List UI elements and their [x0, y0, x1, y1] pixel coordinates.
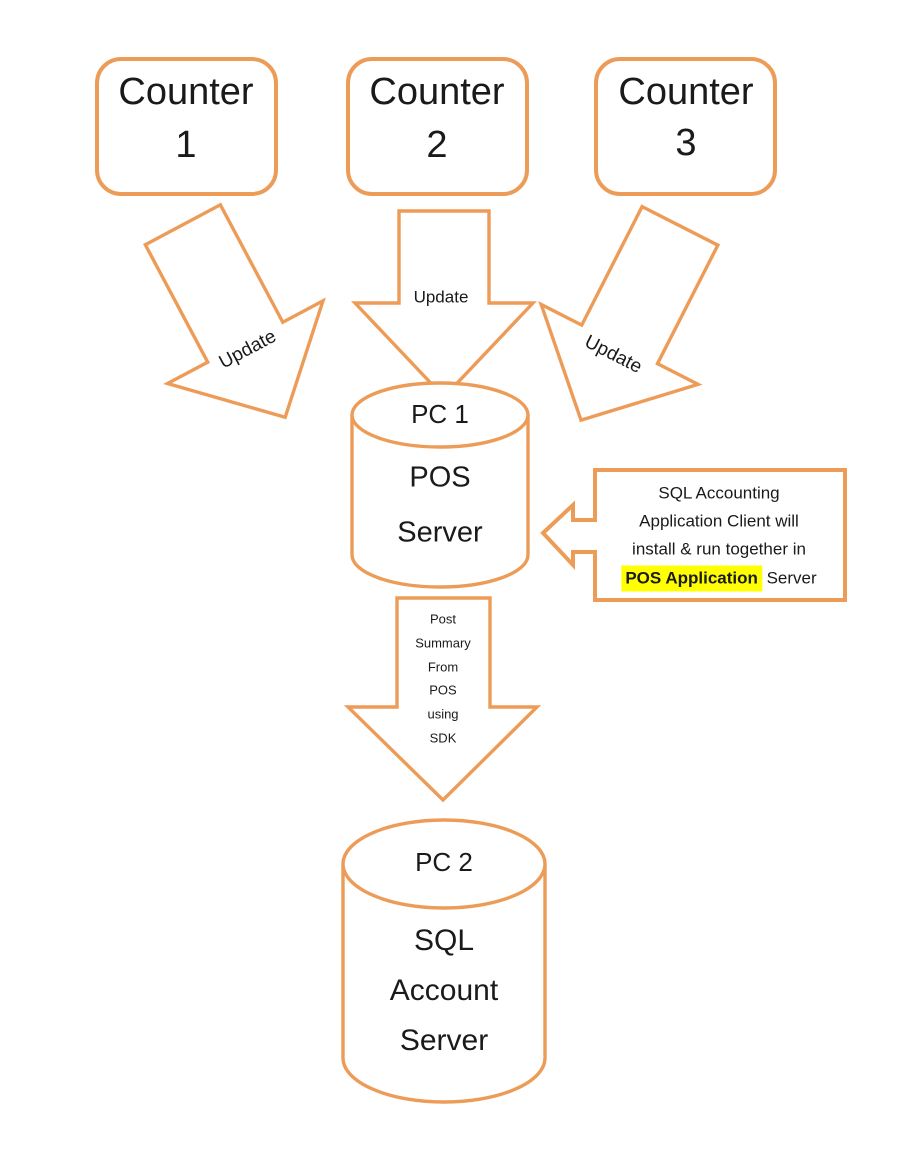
post-summary-arrow [343, 596, 542, 803]
pos-server-line-2: Server [397, 516, 483, 549]
pos-server-cylinder-top [350, 381, 530, 449]
sql-server-line-3: Server [399, 1024, 489, 1057]
callout-line-2: Application Client will [639, 511, 799, 531]
counter-2-label: Counter [369, 71, 505, 113]
pos-server-cylinder-body [350, 415, 530, 589]
callout-line-1: SQL Accounting [658, 483, 780, 503]
counter-2-number: 2 [426, 124, 448, 166]
update-arrow-middle [351, 209, 537, 400]
counter-3-box [594, 57, 777, 196]
counter-3-label: Counter [618, 71, 754, 113]
sql-server-line-2: Account [389, 974, 499, 1007]
counter-1-label: Counter [118, 71, 254, 113]
callout-line-3: install & run together in [632, 539, 806, 559]
update-arrow-left [143, 202, 326, 420]
callout-suffix: Server [761, 568, 817, 588]
pos-server-title: PC 1 [411, 399, 469, 429]
sql-server-cylinder-body [341, 864, 547, 1104]
callout-shape [540, 468, 847, 602]
callout-highlight: POS Application [621, 565, 762, 592]
counter-3-number: 3 [675, 122, 697, 164]
post-arrow-line-1: Post [429, 611, 457, 627]
counter-2-box [346, 57, 529, 196]
post-arrow-line-6: SDK [429, 730, 457, 746]
post-arrow-line-5: using [427, 706, 459, 722]
update-arrow-right [538, 204, 721, 423]
counter-1-number: 1 [175, 124, 197, 166]
sql-server-line-1: SQL [413, 924, 475, 957]
post-arrow-line-2: Summary [415, 635, 471, 651]
sql-server-title: PC 2 [415, 847, 473, 877]
sql-server-cylinder-top [341, 818, 547, 910]
update-label-middle: Update [414, 287, 469, 306]
callout-line-4: POS Application Server [621, 565, 817, 592]
counter-1-box [95, 57, 278, 196]
pos-server-line-1: POS [409, 461, 471, 494]
post-arrow-line-3: From [427, 659, 459, 675]
post-arrow-line-4: POS [429, 682, 457, 698]
